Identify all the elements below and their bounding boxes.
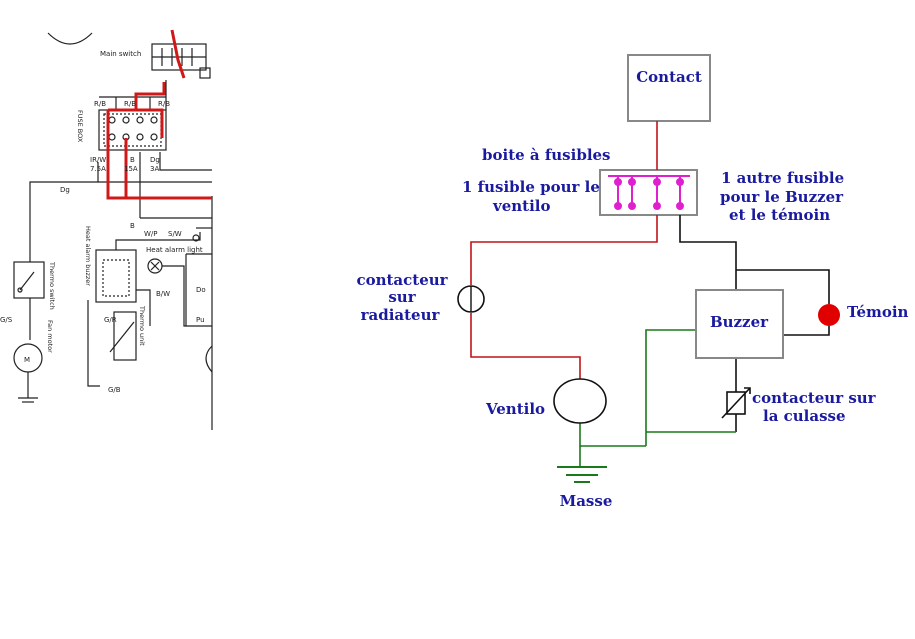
svg-text:Do: Do [196,286,206,294]
thermo-unit [113,311,137,361]
svg-text:B/W: B/W [156,290,170,298]
svg-text:G/R: G/R [104,316,117,324]
ground-symbol [557,466,607,483]
svg-text:G/B: G/B [108,386,121,394]
warning-lamp [818,304,840,326]
scan-wire-dg [29,162,99,262]
svg-text:Pu: Pu [196,316,205,324]
scan-heat-alarm-buzzer: Heat alarm buzzer [84,226,92,286]
heat-alarm-buzzer [95,249,137,303]
svg-text:B: B [130,156,135,164]
svg-text:R/B: R/B [94,100,106,108]
radiator-switch-label-3: radiateur [361,306,441,324]
fuse-box-label: boite à fusibles [482,146,611,164]
fan-fuse-label-1: 1 fusible pour le [462,178,600,196]
fan-symbol [553,378,607,424]
thermo-switch [13,261,45,299]
svg-text:G/S: G/S [0,316,13,324]
scan-arc [47,32,93,45]
radiator-switch-label-2: sur [388,288,416,306]
contact-label: Contact [636,68,702,86]
head-switch-label-2: la culasse [763,407,846,425]
buzzer-fuse-label-2: pour le Buzzer [720,188,844,206]
scan-main-switch: Main switch [100,50,141,58]
ground-wires [579,329,736,466]
svg-text:7.5A: 7.5A [90,165,106,173]
fan-label: Ventilo [485,400,545,418]
head-switch-label-1: contacteur sur [752,389,877,407]
contact-box [627,54,711,122]
svg-text:W/P: W/P [144,230,158,238]
buzzer-box [695,289,784,359]
lamp-label: Témoin [847,303,909,321]
svg-text:15A: 15A [124,165,138,173]
buzzer-fuse-label-1: 1 autre fusible [721,169,844,187]
svg-text:B: B [130,222,135,230]
svg-text:S/W: S/W [168,230,182,238]
svg-text:IR/W: IR/W [90,156,106,164]
svg-text:3A: 3A [150,165,159,173]
scan-heat-alarm-light: Heat alarm light [146,246,203,254]
svg-text:Dg: Dg [60,186,70,194]
radiator-switch-label-1: contacteur [356,271,448,289]
svg-text:Dg: Dg [150,156,160,164]
buzzer-label: Buzzer [710,313,769,331]
scan-thermo-unit: Thermo unit [138,305,146,346]
ground-label: Masse [560,492,613,510]
live-wires [470,121,658,380]
scan-thermo-switch: Thermo switch [48,261,56,310]
signal-wires [679,215,830,432]
svg-text:M: M [24,356,30,364]
buzzer-fuse-label-3: et le témoin [729,206,830,224]
scan-fuse-box: FUSE BOX [76,110,84,143]
oem-wiring-scan [13,32,213,430]
svg-text:R/B: R/B [124,100,136,108]
oem-scan-texts: Main switch FUSE BOX R/B R/B R/B IR/W 7.… [0,50,206,394]
fuse-contacts [608,175,690,210]
scan-fan-motor: Fan motor [46,320,54,353]
fan-fuse-label-2: ventilo [492,197,551,215]
svg-text:R/B: R/B [158,100,170,108]
oem-live-wires [106,29,212,200]
